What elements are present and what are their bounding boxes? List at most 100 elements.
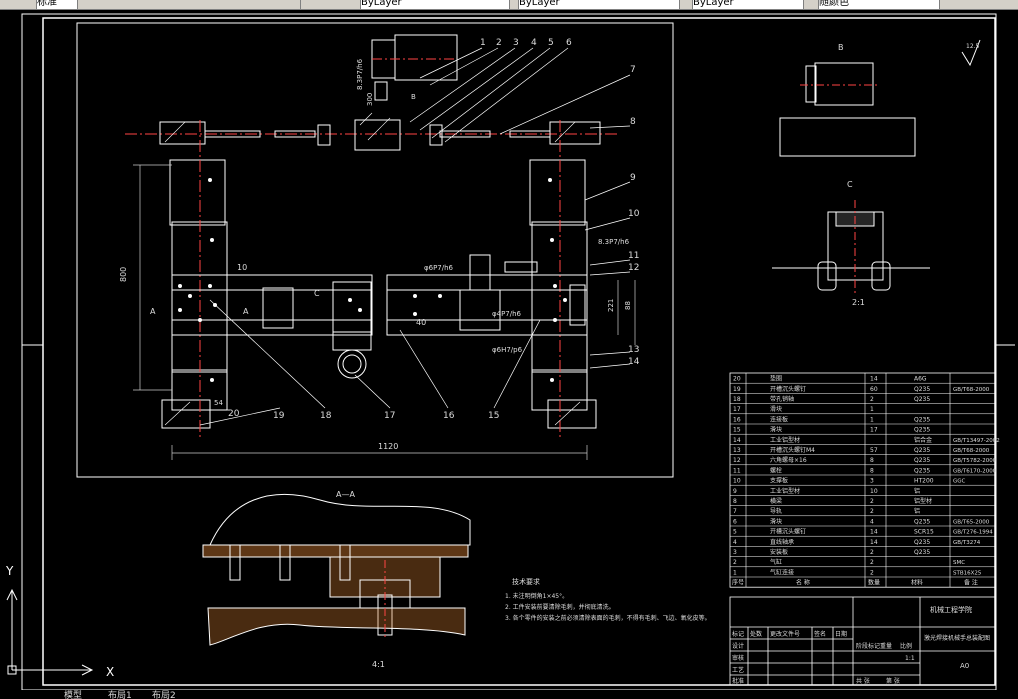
parts-cell-name: 开槽沉头螺钉M4 [770,446,815,454]
tb-label-weight: 重量 [880,642,892,650]
parts-cell-name: 螺栓 [770,466,782,474]
roughness-symbol [961,39,981,67]
parts-cell-qty: 2 [870,559,874,566]
parts-cell-qty: 17 [870,427,878,434]
part-no-20: 20 [228,409,240,419]
plotstyle-select[interactable]: 随颜色 [818,0,940,9]
parts-cell-no: 9 [733,488,737,495]
parts-cell-qty: 8 [870,457,874,464]
parts-cell-material: Q235 [914,518,930,525]
parts-cell-note: SMC [953,560,965,566]
tb-scale-value: 1:1 [905,655,915,662]
parts-cell-material: Q235 [914,427,930,434]
tb-label-process: 工艺 [732,666,744,674]
parts-cell-name: 带孔销轴 [770,395,794,403]
dim-88: 88 [624,301,632,310]
dimensions [133,164,636,460]
tb-label-date: 日期 [835,630,847,638]
technical-requirements: 技术要求 1. 未注明倒角1×45°。 2. 工件安装前要清除毛刺，并彻底清洗。… [505,577,711,622]
parts-cell-name: 气缸 [770,558,782,566]
tb-sheet-size: A0 [960,662,969,670]
parts-header-name: 名 称 [796,579,810,587]
parts-cell-no: 1 [733,569,737,576]
tab-model[interactable]: 模型 [64,691,83,699]
drawing-canvas[interactable]: 1120 800 A A C B 10 40 54 88 221 8.3P7/h… [0,9,1018,690]
part-no-14: 14 [628,357,640,367]
parts-cell-note: GB/T68-2000 [953,448,990,454]
parts-cell-no: 10 [733,478,741,485]
parts-cell-note: GB/T68-2000 [953,387,990,393]
title-block [729,596,996,686]
parts-cell-name: 滑块 [770,405,782,413]
main-view-frame [76,22,674,478]
properties-toolbar: 标准 ByLayer ByLayer ByLayer 随颜色 [0,0,1018,10]
parts-cell-material: 铝型材 [914,497,932,505]
text-style-select[interactable]: 标准 [36,0,78,9]
fit-label-2: 8.3P7/h6 [598,238,630,246]
part-no-3: 3 [513,38,519,48]
parts-cell-no: 4 [733,539,737,546]
parts-cell-name: 直线轴承 [770,538,794,546]
tab-layout2[interactable]: 布局2 [152,691,176,699]
parts-cell-qty: 2 [870,508,874,515]
title-block-text: 标记 处数 更改文件号 签名 日期 设计 审核 工艺 批准 阶段标记 重量 比例… [732,605,990,685]
tech-note-2: 2. 工件安装前要清除毛刺，并彻底清洗。 [505,603,615,611]
parts-cell-material: HT200 [914,478,934,485]
parts-cell-name: 开槽沉头螺钉 [770,385,806,393]
ucs-x-label: X [106,665,114,679]
parts-cell-no: 12 [733,457,741,464]
tb-label-approve: 批准 [732,677,744,685]
linetype-select[interactable]: ByLayer [518,0,680,9]
tb-label-design: 设计 [732,642,744,650]
parts-cell-material: Q235 [914,396,930,403]
part-no-2: 2 [496,38,502,48]
parts-cell-note: STB16X25 [953,570,982,576]
section-aa-view [202,493,471,646]
parts-cell-name: 导轨 [770,507,782,515]
part-no-1: 1 [480,38,486,48]
lineweight-select[interactable]: ByLayer [692,0,804,9]
fit-label-5: φ6H7/p6 [492,346,523,354]
parts-cell-no: 2 [733,559,737,566]
parts-cell-no: 15 [733,427,741,434]
parts-header-material: 材料 [911,579,923,587]
tb-institution: 机械工程学院 [930,605,972,614]
parts-cell-material: SCR15 [914,529,934,536]
parts-cell-material: 铝 [914,487,920,495]
part-no-4: 4 [531,38,537,48]
tb-label-scale: 比例 [900,642,912,650]
linetype-value: ByLayer [519,0,560,8]
fit-label-4: φ4P7/h6 [492,310,522,318]
parts-cell-note: GB/T13497-2002 [953,438,1000,444]
fit-label-1: 8.3P7/h6 [356,58,364,90]
parts-cell-note: GB/T276-1994 [953,530,993,536]
parts-header-note: 备 注 [964,579,978,587]
tb-label-total-sheets: 共 张 [856,677,870,685]
parts-cell-no: 3 [733,549,737,556]
parts-cell-qty: 8 [870,467,874,474]
color-select[interactable]: ByLayer [360,0,510,9]
tab-layout1[interactable]: 布局1 [108,691,132,699]
part-no-13: 13 [628,345,639,355]
parts-cell-name: 横梁 [770,497,782,505]
dim-width-label: 1120 [378,442,398,451]
part-no-11: 11 [628,251,639,261]
part-no-15: 15 [488,411,499,421]
parts-cell-no: 19 [733,386,741,393]
tb-label-mark: 标记 [732,630,744,638]
ucs-y-label: Y [5,564,14,578]
parts-cell-material: Q235 [914,386,930,393]
parts-cell-note: GB/T5782-2000 [953,458,997,464]
tb-drawing-name: 激光焊接机械手总装配图 [924,634,990,642]
part-no-16: 16 [443,411,455,421]
parts-cell-name: 支撑板 [770,477,788,485]
toolbar-separator [300,0,301,9]
fit-label-3: φ6P7/h6 [424,264,454,272]
parts-cell-qty: 14 [870,376,878,383]
parts-cell-note: GB/T65-2000 [953,519,990,525]
parts-cell-no: 20 [733,376,741,383]
tb-label-sign: 签名 [814,630,826,638]
view-c-title: C [847,180,853,189]
parts-cell-name: 滑块 [770,517,782,525]
